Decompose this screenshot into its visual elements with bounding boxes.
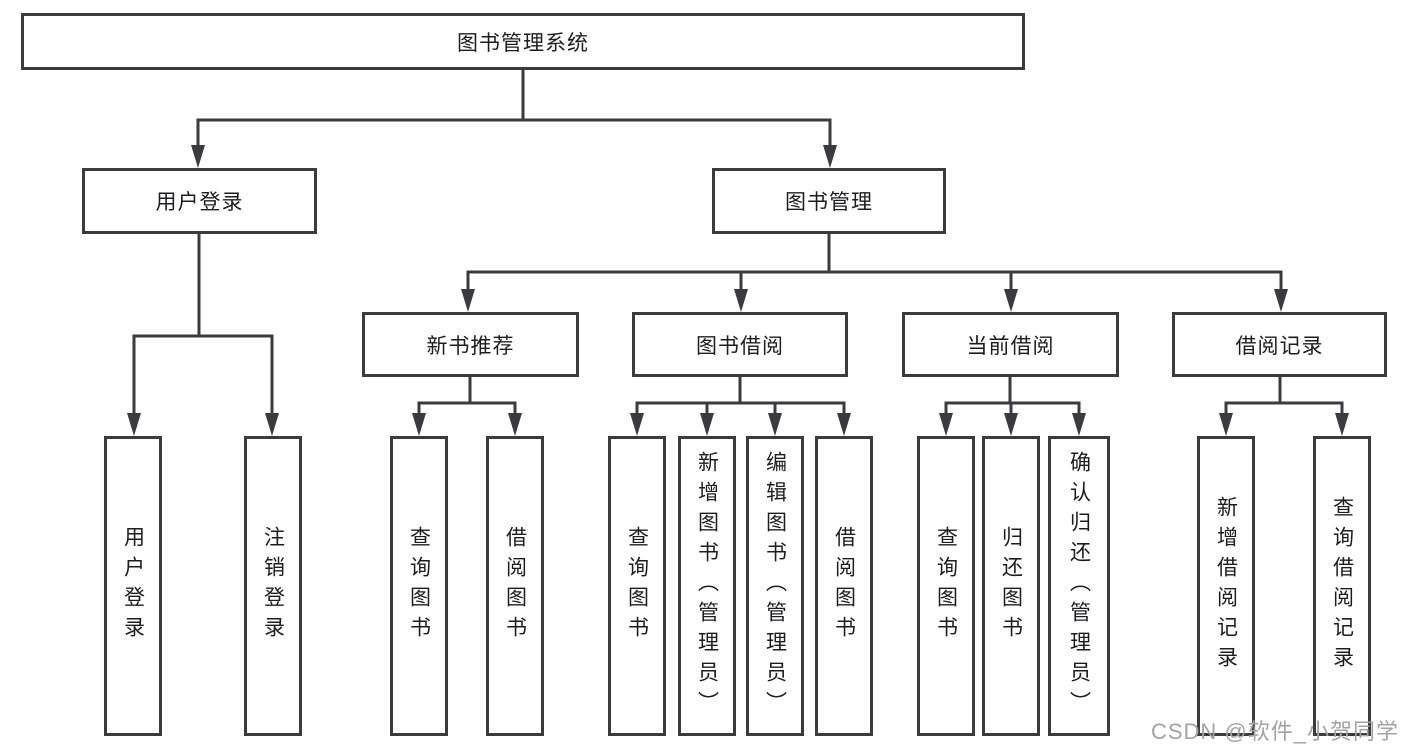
node-user-login: 用户登录 — [82, 168, 317, 234]
node-book-management: 图书管理 — [712, 168, 946, 234]
arrowhead-down-icon — [1072, 413, 1086, 436]
leaf-logout: 注销登录 — [244, 436, 302, 736]
arrowhead-down-icon — [1219, 413, 1233, 436]
arrowhead-down-icon — [734, 289, 748, 312]
arrowhead-down-icon — [939, 413, 953, 436]
node-current-borrowing: 当前借阅 — [902, 312, 1119, 377]
arrowhead-down-icon — [1274, 289, 1288, 312]
leaf-query-books-current: 查询图书 — [917, 436, 975, 736]
leaf-add-borrow-record: 新增借阅记录 — [1197, 436, 1255, 736]
arrowhead-down-icon — [630, 413, 644, 436]
arrowhead-down-icon — [508, 413, 522, 436]
leaf-add-books-admin: 新增图书（管理员） — [678, 436, 736, 736]
node-new-book-recommendation: 新书推荐 — [362, 312, 579, 377]
csdn-watermark: CSDN @软件_小贺同学 — [1150, 719, 1399, 744]
node-book-borrowing: 图书借阅 — [632, 312, 848, 377]
arrowhead-down-icon — [700, 413, 714, 436]
leaf-confirm-return-admin: 确认归还（管理员） — [1048, 436, 1110, 736]
arrowhead-down-icon — [1004, 289, 1018, 312]
leaf-edit-books-admin: 编辑图书（管理员） — [746, 436, 804, 736]
arrowhead-down-icon — [768, 413, 782, 436]
arrowhead-down-icon — [461, 289, 475, 312]
node-library-management-system: 图书管理系统 — [21, 13, 1025, 70]
leaf-borrow-books-borrowing: 借阅图书 — [815, 436, 873, 736]
arrowhead-down-icon — [191, 145, 205, 168]
node-borrowing-records: 借阅记录 — [1172, 312, 1387, 377]
arrowhead-down-icon — [837, 413, 851, 436]
leaf-query-books-borrowing: 查询图书 — [608, 436, 666, 736]
arrowhead-down-icon — [127, 413, 141, 436]
arrowhead-down-icon — [1004, 413, 1018, 436]
arrowhead-down-icon — [1335, 413, 1349, 436]
arrowhead-down-icon — [265, 413, 279, 436]
leaf-return-books: 归还图书 — [982, 436, 1040, 736]
leaf-user-login: 用户登录 — [104, 436, 162, 736]
leaf-query-borrow-record: 查询借阅记录 — [1313, 436, 1371, 736]
arrowhead-down-icon — [823, 145, 837, 168]
leaf-query-books-recommend: 查询图书 — [390, 436, 448, 736]
arrowhead-down-icon — [412, 413, 426, 436]
leaf-borrow-books-recommend: 借阅图书 — [486, 436, 544, 736]
